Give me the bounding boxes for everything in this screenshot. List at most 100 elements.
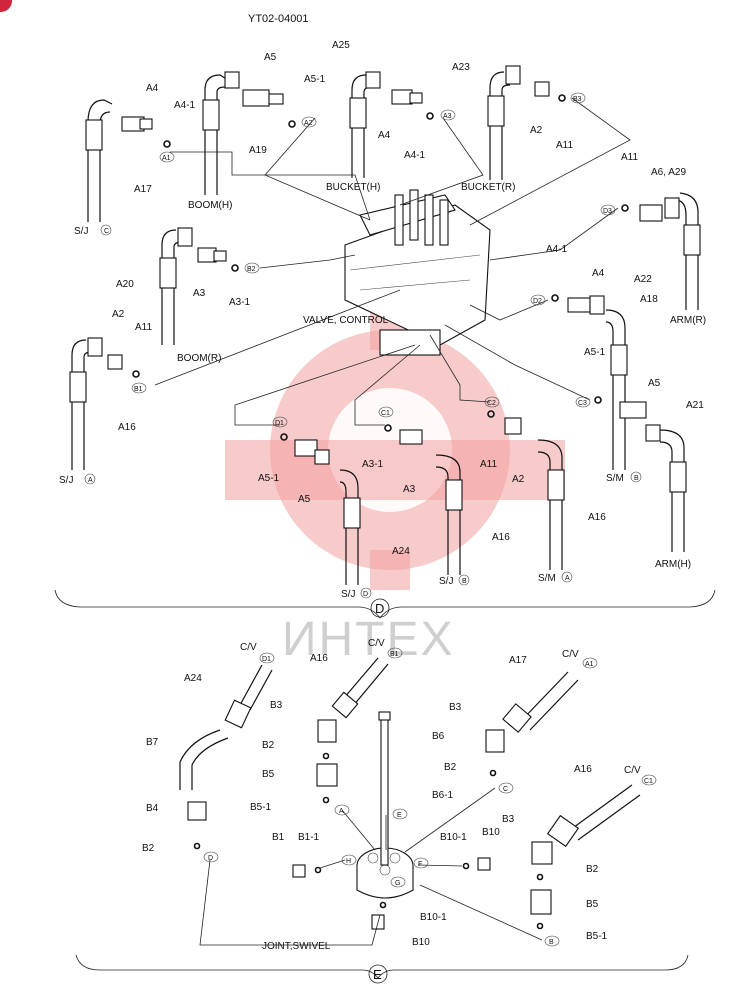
- doc-code: YT02-04001: [248, 13, 309, 25]
- label-cv-b1: C/V: [368, 638, 385, 649]
- group-sj-c: S/J: [74, 226, 88, 237]
- hose-a23: [487, 65, 566, 180]
- swivel-joint: [292, 711, 491, 930]
- label-b3-m: B3: [449, 702, 462, 713]
- hose-a17: [85, 99, 171, 222]
- label-b10-1-b: B10-1: [420, 912, 447, 923]
- circle-sj-a: A: [88, 477, 93, 484]
- section-e-bracket: [75, 954, 689, 979]
- circle-e-h: H: [346, 858, 351, 865]
- circle-sm-a: A: [565, 575, 570, 582]
- circle-b3: B3: [573, 96, 582, 103]
- label-a3-1-b: A3-1: [362, 459, 384, 470]
- label-b5-1-l: B5-1: [250, 802, 272, 813]
- label-b2-m: B2: [444, 762, 457, 773]
- label-a22: A22: [634, 274, 652, 285]
- label-a3-b: A3: [403, 484, 416, 495]
- group-bucket-h: BUCKET(H): [326, 182, 380, 193]
- port-leader-lines: [154, 97, 631, 426]
- pipe-a17-b3: [485, 671, 579, 777]
- label-a19: A19: [249, 145, 267, 156]
- hose-a21: [594, 396, 687, 552]
- label-cv-c1: C/V: [624, 765, 641, 776]
- circle-c2: C2: [487, 400, 496, 407]
- label-b5-l: B5: [262, 769, 275, 780]
- circle-e-g: G: [395, 880, 400, 887]
- watermark-text: ИНТЕХ: [282, 613, 455, 666]
- circle-e-a: A: [339, 808, 344, 815]
- label-a3-1: A3-1: [229, 297, 251, 308]
- circle-d1: D1: [275, 420, 284, 427]
- label-a18: A18: [640, 294, 658, 305]
- group-boom-h: BOOM(H): [188, 200, 232, 211]
- pipe-a16-b3: [316, 657, 389, 804]
- label-a16-e: A16: [310, 653, 328, 664]
- label-b10-1-t: B10-1: [440, 832, 467, 843]
- circle-a2: A2: [304, 120, 313, 127]
- label-a24: A24: [392, 546, 410, 557]
- label-a16-right-e: A16: [574, 764, 592, 775]
- label-a2-l: A2: [112, 309, 125, 320]
- label-b4: B4: [146, 803, 159, 814]
- hose-a18: [551, 294, 628, 470]
- label-a5-b: A5: [298, 494, 311, 505]
- circle-a3: A3: [443, 113, 452, 120]
- circle-d3: D3: [603, 208, 612, 215]
- circle-e-d1: D1: [262, 656, 271, 663]
- label-b3-r: B3: [502, 814, 515, 825]
- label-b10-t: B10: [482, 827, 500, 838]
- label-a6-a29: A6, A29: [651, 167, 686, 178]
- label-b1-1: B1-1: [298, 832, 320, 843]
- label-b5-1-r: B5-1: [586, 931, 608, 942]
- label-b6: B6: [432, 731, 445, 742]
- label-a2-top: A2: [530, 125, 543, 136]
- label-a5-1-b: A5-1: [258, 473, 280, 484]
- hose-a24: [280, 433, 361, 585]
- section-d-circle: [370, 598, 390, 618]
- group-arm-h: ARM(H): [655, 559, 691, 570]
- label-cv-a1: C/V: [562, 649, 579, 660]
- hose-a16-sma: [487, 410, 565, 570]
- circle-sj-d: D: [363, 591, 368, 598]
- section-e-circle-markers: D1 B1 A1 C1 A E C D H F G B: [203, 647, 657, 947]
- circle-e-b: B: [549, 939, 554, 946]
- circle-e-e: E: [397, 812, 402, 819]
- circle-c1: C1: [381, 410, 390, 417]
- label-a4-1-r: A4-1: [546, 244, 568, 255]
- hose-a22: [621, 192, 701, 310]
- label-a11-l: A11: [135, 322, 152, 333]
- label-cv-d1: C/V: [240, 642, 257, 653]
- label-a4-1: A4-1: [174, 100, 196, 111]
- section-d-circle-markers: A1 A2 A3 B3 D3 B2 B1 D2 C3 D1 C1 C2 C A …: [84, 92, 642, 599]
- label-a5-1-r: A5-1: [584, 347, 606, 358]
- label-joint-swivel: JOINT,SWIVEL: [262, 941, 331, 952]
- group-sj-b: S/J: [439, 576, 453, 587]
- section-e-labels: C/V C/V C/V C/V A24 A16 A17 A16 B3 B3 B3…: [142, 638, 641, 952]
- circle-e-b1: B1: [390, 651, 399, 658]
- label-a11-top: A11: [556, 140, 573, 151]
- group-arm-r: ARM(R): [670, 315, 706, 326]
- hose-a16-left: [69, 337, 140, 470]
- label-a16-l: A16: [118, 422, 136, 433]
- label-b6-1: B6-1: [432, 790, 454, 801]
- label-a16-b: A16: [492, 532, 510, 543]
- label-a5-r: A5: [648, 378, 661, 389]
- label-b2-b: B2: [142, 843, 155, 854]
- label-a17-e: A17: [509, 655, 527, 666]
- label-a4-1-mid: A4-1: [404, 150, 426, 161]
- label-b5-r: B5: [586, 899, 599, 910]
- label-a4-mid: A4: [378, 130, 391, 141]
- label-b1: B1: [272, 832, 285, 843]
- label-a16-br: A16: [588, 512, 606, 523]
- circle-e-c: C: [503, 786, 508, 793]
- circle-e-d: D: [208, 855, 213, 862]
- group-sj-a: S/J: [59, 475, 73, 486]
- label-a4-r: A4: [592, 268, 605, 279]
- pipe-a24-b7: [179, 664, 273, 850]
- label-a17: A17: [134, 184, 152, 195]
- group-sm-a: S/M: [538, 573, 556, 584]
- label-a2-b: A2: [512, 474, 525, 485]
- section-e-circle: [368, 964, 388, 984]
- circle-e-f: F: [418, 861, 422, 868]
